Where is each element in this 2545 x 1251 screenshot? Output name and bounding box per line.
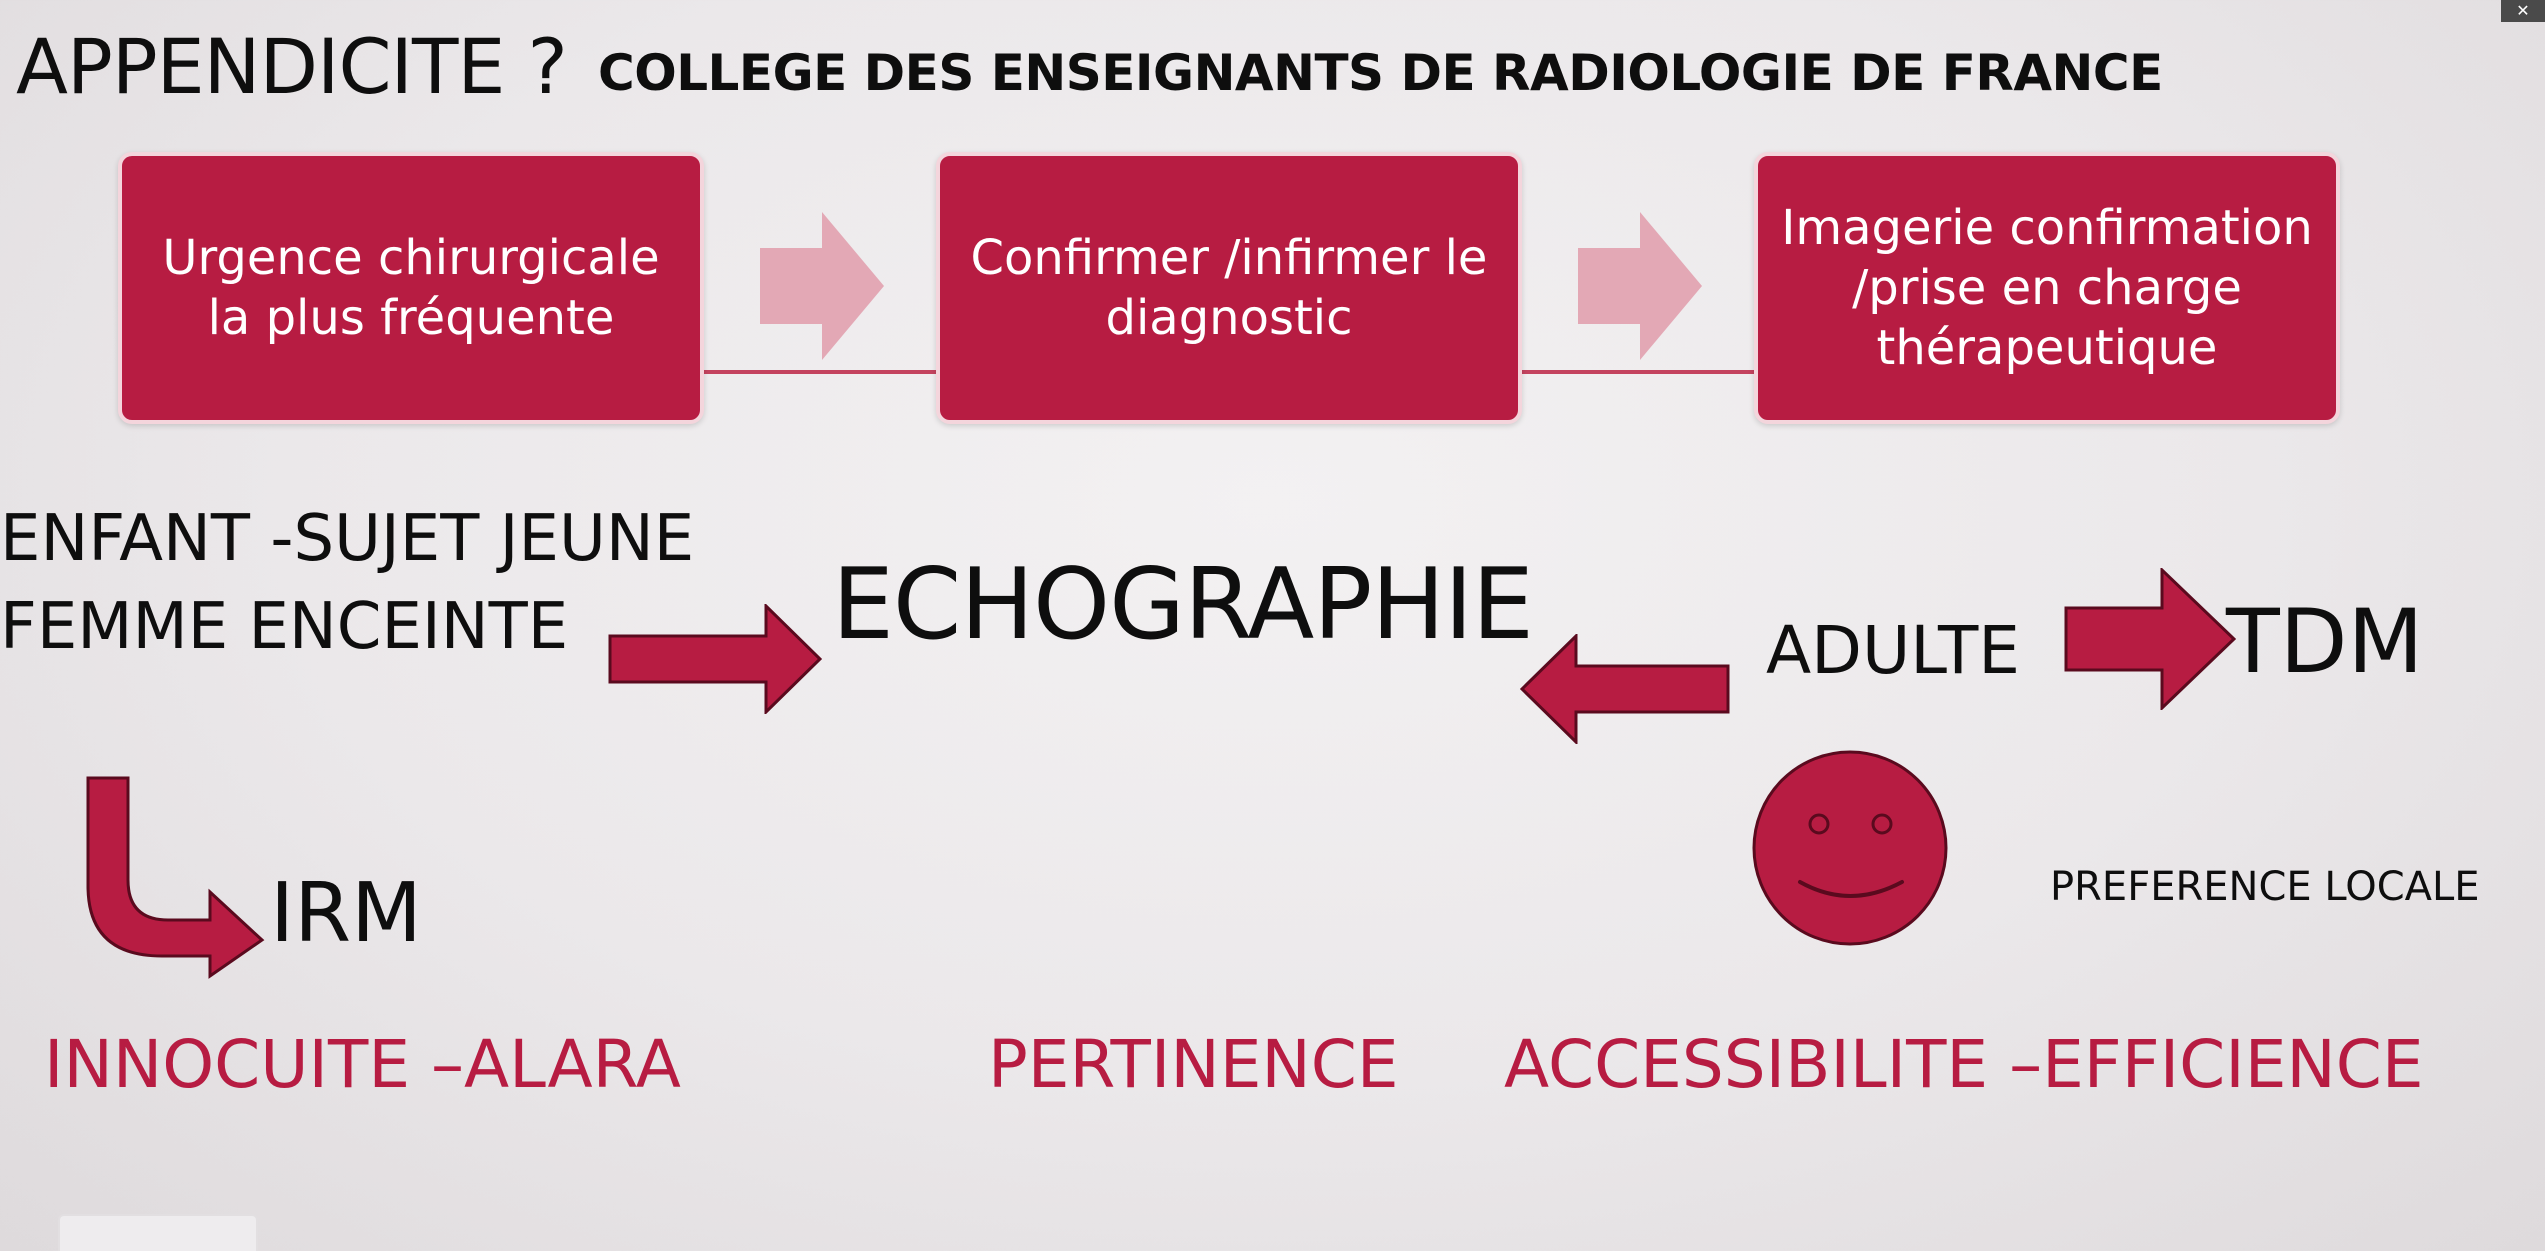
modality-tdm: TDM (2226, 590, 2424, 693)
close-icon[interactable]: ✕ (2501, 0, 2545, 22)
arrow-left-to-echographie-icon (1520, 634, 1730, 744)
principle-innocuite: INNOCUITE –ALARA (44, 1026, 681, 1103)
page-title: APPENDICITE ? (16, 22, 568, 111)
flow-box-confirmer: Confirmer /infirmer le diagnostic (936, 152, 1522, 424)
modality-irm: IRM (270, 866, 422, 961)
population-femme-enceinte: FEMME ENCEINTE (0, 590, 569, 664)
page-subtitle: COLLEGE DES ENSEIGNANTS DE RADIOLOGIE DE… (598, 44, 2163, 102)
flow-connector-2 (1518, 370, 1758, 374)
bottom-tab[interactable] (58, 1214, 258, 1251)
principle-pertinence: PERTINENCE (988, 1026, 1399, 1103)
arrow-right-to-tdm-icon (2064, 568, 2236, 710)
arrow-right-to-echographie-icon (608, 604, 822, 714)
flow-arrow-2-icon (1578, 212, 1702, 360)
curved-arrow-to-irm-icon (86, 776, 265, 979)
flow-box-imagerie-label: Imagerie confirmation /prise en charge t… (1781, 200, 2313, 376)
population-enfant: ENFANT -SUJET JEUNE (0, 502, 695, 576)
principle-accessibilite: ACCESSIBILITE –EFFICIENCE (1504, 1026, 2424, 1103)
population-adulte: ADULTE (1766, 612, 2020, 689)
preference-locale-label: PREFERENCE LOCALE (2050, 864, 2480, 910)
flow-box-imagerie: Imagerie confirmation /prise en charge t… (1754, 152, 2340, 424)
flow-box-urgence-label: Urgence chirurgicale la plus fréquente (162, 230, 660, 346)
smiley-face-icon (1752, 750, 1948, 946)
flow-connector-1 (700, 370, 940, 374)
flow-box-confirmer-label: Confirmer /infirmer le diagnostic (970, 230, 1488, 346)
flow-arrow-1-icon (760, 212, 884, 360)
modality-echographie: ECHOGRAPHIE (832, 548, 1534, 662)
flow-box-urgence: Urgence chirurgicale la plus fréquente (118, 152, 704, 424)
